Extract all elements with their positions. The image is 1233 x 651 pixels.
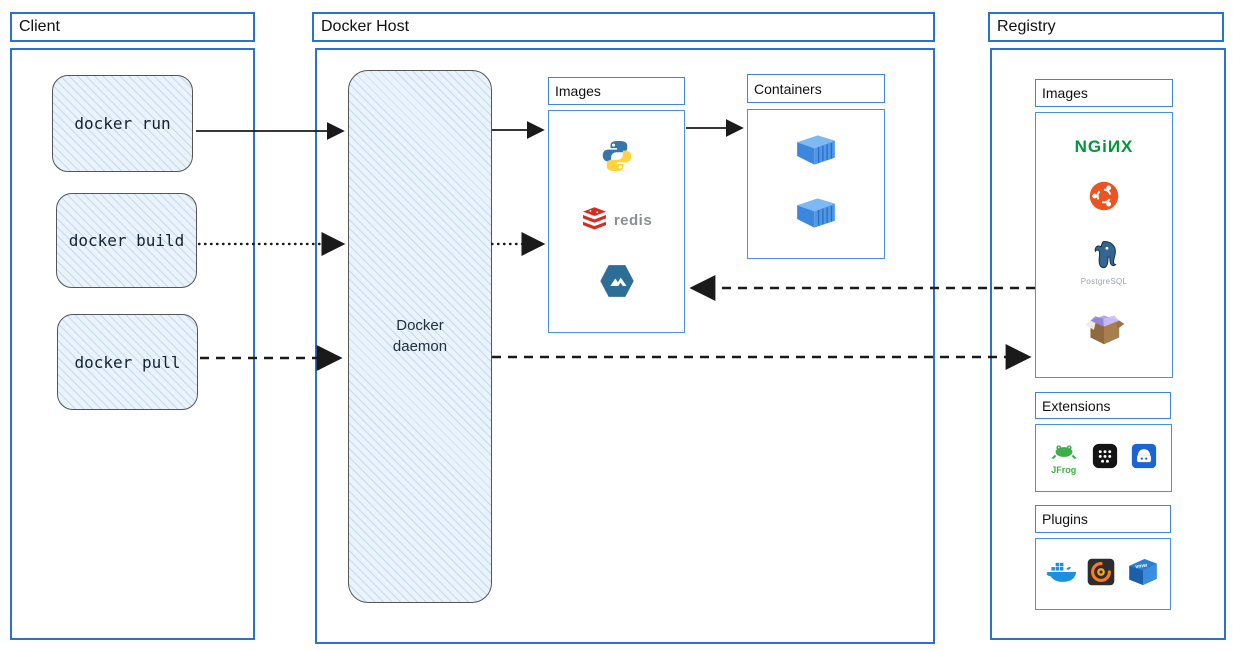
plugins-title: Plugins [1042,511,1088,527]
redis-image-item: redis [581,206,652,235]
redis-label: redis [613,212,653,229]
server-app-icon [1131,443,1157,474]
extensions-box: JFrog [1035,424,1172,492]
extensions-title: Extensions [1042,397,1111,414]
docker-host-title-box: Docker Host [312,12,935,42]
client-title-box: Client [10,12,255,42]
alpine-icon [597,261,637,306]
grafana-icon [1087,558,1115,591]
host-images-title: Images [555,83,601,99]
host-images-box: redis [548,110,685,333]
plugins-title-box: Plugins [1035,505,1171,533]
jfrog-icon [1050,442,1078,467]
containers-title: Containers [754,80,822,97]
docker-daemon-box: Docker daemon [348,70,492,603]
package-box-icon [1082,310,1126,353]
docker-run-label: docker run [74,114,171,133]
docker-whale-icon [1045,559,1079,590]
app-grid-icon [1092,443,1118,474]
host-images-title-box: Images [548,77,685,105]
postgresql-label: PostgreSQL [1080,277,1128,287]
docker-build-label: docker build [68,231,185,250]
postgresql-item: PostgreSQL [1081,239,1128,286]
containers-box [747,109,885,259]
docker-run-box: docker run [52,75,193,172]
client-title: Client [19,18,60,35]
containers-title-box: Containers [747,74,885,103]
vmware-icon: vmw [1124,556,1162,593]
docker-pull-label: docker pull [74,352,181,372]
container-icon [792,195,840,236]
registry-images-box: NGiИX PostgreSQL [1035,112,1173,378]
redis-icon [581,206,608,235]
registry-title-box: Registry [988,12,1224,42]
docker-daemon-label: Docker daemon [392,317,448,355]
nginx-icon: NGiИX [1074,136,1134,156]
registry-images-title-box: Images [1035,79,1173,107]
jfrog-label: JFrog [1051,464,1077,475]
docker-host-title: Docker Host [321,18,410,35]
registry-title: Registry [997,18,1056,35]
docker-pull-box: docker pull [57,314,198,410]
jfrog-item: JFrog [1050,442,1078,475]
registry-images-title: Images [1042,85,1088,101]
docker-build-box: docker build [56,193,197,288]
plugins-box: vmw [1035,538,1171,610]
python-icon [598,137,636,180]
extensions-title-box: Extensions [1035,392,1171,419]
container-icon [792,132,840,173]
vmware-label: vmw [1135,562,1148,570]
postgresql-icon [1087,239,1121,276]
ubuntu-icon [1089,181,1119,216]
